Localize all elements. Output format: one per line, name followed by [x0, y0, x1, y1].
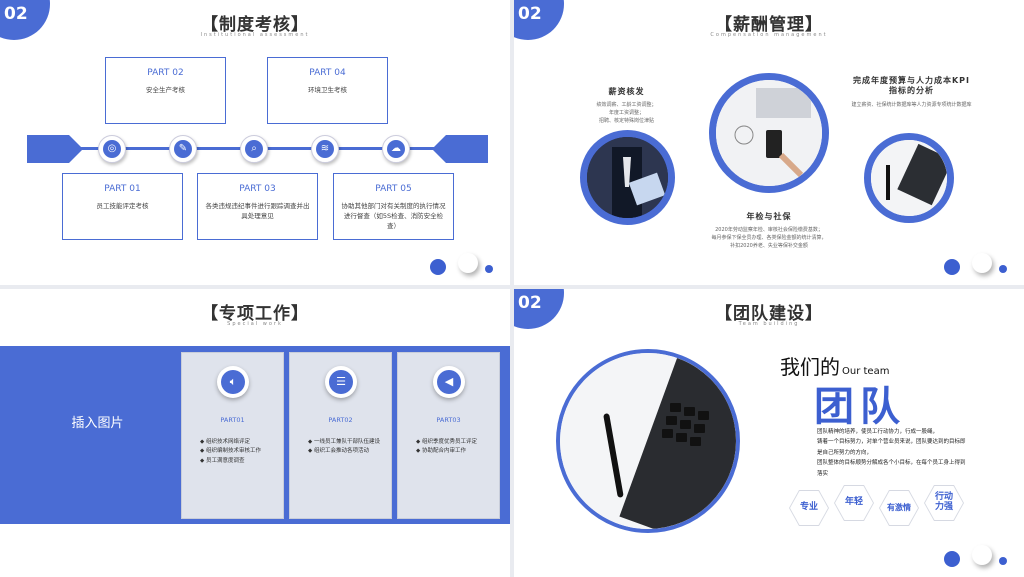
part-box: PART 02 安全生产考核 — [105, 57, 226, 124]
slide-title: 【专项工作】 — [201, 304, 309, 324]
photo-businessman — [580, 130, 675, 225]
part-desc: 安全生产考核 — [146, 86, 185, 94]
timeline-right-arrow — [432, 135, 488, 163]
part-desc: 环境卫生考核 — [308, 86, 347, 94]
decor-dots — [944, 253, 1014, 277]
section-desc: 2020年劳动监察年检、审核社会保险缴费基数；每月参保下保全员办理、各类保险金额… — [711, 227, 827, 249]
image-placeholder[interactable]: 插入图片 — [71, 416, 124, 431]
part-title: PART 03 — [239, 184, 276, 194]
part-box: PART 05 协助其他部门对有关制度的执行情况进行督查（如5S检查、消防安全检… — [333, 173, 454, 240]
speaker-icon: 🔈︎ — [217, 366, 249, 398]
slide-title: 【薪酬管理】 — [715, 15, 823, 35]
part-box: PART 01 员工技能评定考核 — [62, 173, 183, 240]
section-title: 完成年度预算与人力成本KPI指标的分析 — [852, 76, 971, 96]
slide-institutional-assessment[interactable]: 02 【制度考核】 Institutional assessment PART … — [0, 0, 510, 285]
photo-keyboard-pen — [556, 349, 740, 533]
cloud-icon: ☁ — [382, 135, 410, 163]
part-box: PART 03 各类违规违纪事件进行跟踪调查并出具处理意见 — [197, 173, 318, 240]
section-desc: 绩效调薪、工龄工资调整；年度工资调整；招聘、核定特殊岗位津贴 — [596, 102, 657, 124]
badge-number: 02 — [4, 4, 28, 24]
section-title: 年检与社保 — [746, 212, 792, 221]
team-big-heading: 团队 — [814, 384, 906, 430]
badge-number: 02 — [518, 293, 542, 313]
target-icon: ◎ — [98, 135, 126, 163]
part-box: PART 04 环境卫生考核 — [267, 57, 388, 124]
slide-subtitle: Team building — [738, 321, 800, 327]
settings-icon: ✎ — [169, 135, 197, 163]
team-body: 团队精神的培养，使员工行动协力，行成一股绳，铸着一个目标努力，对单个营业员来说，… — [817, 429, 966, 477]
slide-subtitle: Special work — [227, 321, 283, 327]
card-part: PART02 — [328, 416, 353, 424]
part-title: PART 04 — [309, 68, 346, 78]
slide-title: 【团队建设】 — [715, 304, 823, 324]
card-part: PART03 — [436, 416, 461, 424]
section-badge: 02 — [0, 0, 50, 40]
card-list: ◆ 组织技术网络评定 ◆ 组织编制技术审核工作 ◆ 员工满意度调查 — [200, 439, 261, 464]
megaphone-icon: ◀ — [433, 366, 465, 398]
work-card: 🔈︎ PART01 ◆ 组织技术网络评定 ◆ 组织编制技术审核工作 ◆ 员工满意… — [181, 352, 284, 519]
slide-subtitle: Institutional assessment — [200, 32, 310, 38]
part-desc: 各类违规违纪事件进行跟踪调查并出具处理意见 — [205, 202, 310, 220]
part-title: PART 01 — [104, 184, 141, 194]
card-list: ◆ 组织季度优秀员工评定 ◆ 协助配合内审工作 — [416, 439, 477, 455]
section-desc: 建立薪资、社保统计数据库等人力资源专项统计数据库 — [851, 102, 972, 108]
part-desc: 员工技能评定考核 — [96, 202, 149, 210]
card-list: ◆ 一线员工兼队干部队伍建设 ◆ 组织工会推动各项活动 — [308, 439, 380, 455]
document-icon: ☰ — [325, 366, 357, 398]
badge-number: 02 — [518, 4, 542, 24]
card-part: PART01 — [220, 416, 245, 424]
timeline-left-arrow — [27, 135, 83, 163]
search-icon: ⌕ — [240, 135, 268, 163]
section-title: 薪资核发 — [608, 87, 645, 96]
decor-dots — [944, 545, 1014, 569]
part-desc: 协助其他部门对有关制度的执行情况进行督查（如5S检查、消防安全检查） — [341, 202, 446, 230]
photo-desk-phone — [709, 73, 829, 193]
work-card: ☰ PART02 ◆ 一线员工兼队干部队伍建设 ◆ 组织工会推动各项活动 — [289, 352, 392, 519]
photo-laptop — [864, 133, 954, 223]
work-card: ◀ PART03 ◆ 组织季度优秀员工评定 ◆ 协助配合内审工作 — [397, 352, 500, 519]
slide-title: 【制度考核】 — [201, 15, 309, 35]
feed-icon: ≋ — [311, 135, 339, 163]
part-title: PART 05 — [375, 184, 412, 194]
slide-compensation-management[interactable]: 02 【薪酬管理】 Compensation management 薪资核发 绩… — [514, 0, 1024, 285]
slide-subtitle: Compensation management — [710, 32, 828, 38]
part-title: PART 02 — [147, 68, 184, 78]
decor-dots — [430, 253, 500, 277]
slide-special-work[interactable]: 【专项工作】 Special work 插入图片 🔈︎ PART01 ◆ 组织技… — [0, 289, 510, 577]
